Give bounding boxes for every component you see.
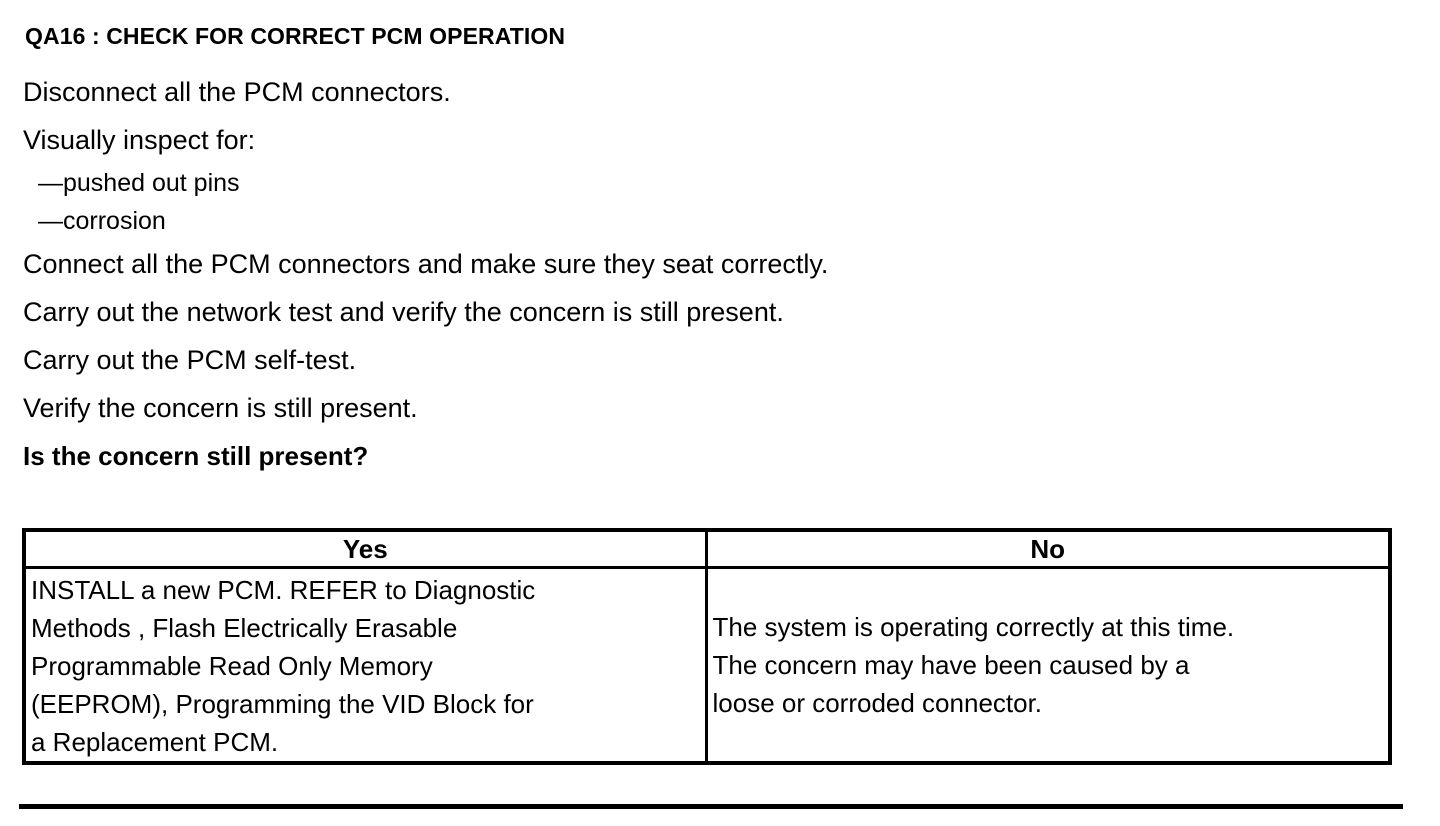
inspect-bullet-list: —pushed out pins —corrosion [23, 164, 1363, 240]
page-title: QA16 : CHECK FOR CORRECT PCM OPERATION [25, 23, 566, 49]
yes-action-cell: INSTALL a new PCM. REFER to Diagnostic M… [22, 566, 708, 765]
table-header-row: Yes No [22, 528, 1392, 569]
instruction-block: Disconnect all the PCM connectors. Visua… [23, 68, 1363, 480]
yes-action-line: Programmable Read Only Memory [31, 651, 433, 681]
no-action-cell: The system is operating correctly at thi… [704, 566, 1392, 765]
no-action-line: loose or corroded connector. [712, 688, 1043, 718]
no-action-line: The system is operating correctly at thi… [712, 612, 1235, 642]
no-action-text: The system is operating correctly at thi… [708, 608, 1389, 722]
section-divider-rule [19, 804, 1403, 809]
list-item: —pushed out pins [38, 169, 240, 197]
list-item: —corrosion [38, 207, 166, 235]
column-header-yes: Yes [22, 528, 708, 569]
instruction-line: Connect all the PCM connectors and make … [23, 249, 829, 279]
instruction-line: Disconnect all the PCM connectors. [23, 77, 451, 107]
instruction-line: Carry out the network test and verify th… [23, 297, 784, 327]
yes-action-line: a Replacement PCM. [31, 727, 279, 757]
no-action-line: The concern may have been caused by a [712, 650, 1190, 680]
column-header-no: No [704, 528, 1392, 569]
instruction-line: Carry out the PCM self-test. [23, 345, 357, 375]
yes-action-line: INSTALL a new PCM. REFER to Diagnostic [31, 575, 536, 605]
decision-question: Is the concern still present? [23, 441, 369, 471]
instruction-line: Verify the concern is still present. [23, 393, 418, 423]
yes-action-text: INSTALL a new PCM. REFER to Diagnostic M… [26, 571, 705, 761]
instruction-line: Visually inspect for: [23, 125, 256, 155]
yes-action-line: Methods , Flash Electrically Erasable [31, 613, 458, 643]
yes-action-line: (EEPROM), Programming the VID Block for [31, 689, 534, 719]
table-row: INSTALL a new PCM. REFER to Diagnostic M… [22, 566, 1392, 765]
decision-table: Yes No INSTALL a new PCM. REFER to Diagn… [22, 528, 1392, 765]
